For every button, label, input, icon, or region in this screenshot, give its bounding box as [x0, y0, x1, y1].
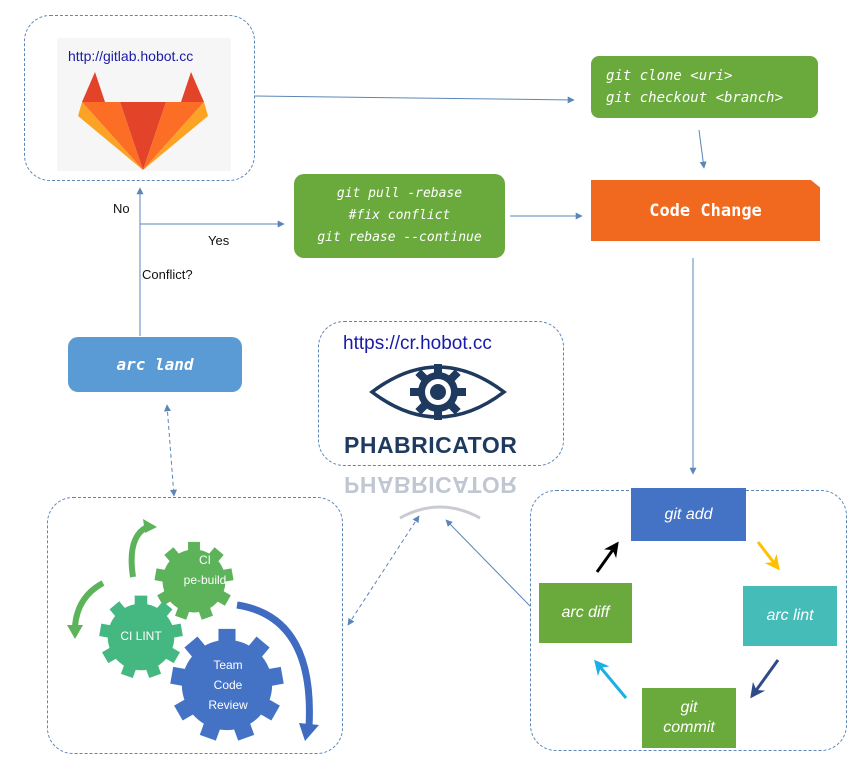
- git-pull-line: git pull -rebase: [336, 186, 463, 201]
- ci-prebuild-text: CI pe-build: [170, 550, 240, 590]
- cycle-arrow-lint-to-commit: [750, 659, 780, 699]
- team-code-review-text: Team Code Review: [192, 655, 264, 715]
- git-rebase-continue-line: git rebase --continue: [317, 230, 482, 245]
- ci-prebuild-line2: pe-build: [183, 573, 227, 587]
- ci-gears-illustration: [67, 519, 319, 741]
- phabricator-eye-gear-icon: [369, 364, 507, 420]
- cycle-arrow-add-to-lint: [756, 541, 780, 571]
- arc-land-label: arc land: [116, 355, 194, 374]
- git-clone-box[interactable]: git clone <uri> git checkout <branch>: [591, 56, 818, 118]
- cycle-arrow-diff-to-add: [595, 541, 619, 573]
- git-commit-line2: commit: [663, 719, 715, 736]
- git-commit-line1: git: [680, 699, 698, 716]
- yes-label: Yes: [208, 233, 230, 248]
- git-clone-line: git clone <uri>: [606, 68, 733, 84]
- arc-lint-label: arc lint: [766, 607, 814, 624]
- ci-prebuild-line1: CI: [199, 553, 211, 567]
- arc-lint-box[interactable]: arc lint: [743, 586, 837, 646]
- code-change-box[interactable]: Code Change: [591, 180, 820, 241]
- no-label: No: [113, 201, 130, 216]
- arc-diff-box[interactable]: arc diff: [539, 583, 632, 643]
- ci-lint-text: CI LINT: [120, 629, 162, 643]
- git-add-label: git add: [664, 505, 713, 523]
- dashed-arrow-arc-land-gears: [163, 404, 178, 497]
- arrow-gitlab-to-clone: [254, 95, 575, 104]
- git-add-box[interactable]: git add: [631, 488, 746, 541]
- cycle-arrow-commit-to-diff: [594, 659, 628, 699]
- gitlab-url[interactable]: http://gitlab.hobot.cc: [68, 48, 194, 64]
- arc-diff-label: arc diff: [561, 604, 610, 621]
- ci-gears-box: [47, 497, 343, 754]
- phabricator-name: PHABRICATOR: [344, 432, 518, 458]
- conflict-question-label: Conflict?: [142, 267, 193, 282]
- arrow-cycle-to-phabricator: [445, 519, 531, 607]
- git-commit-box[interactable]: git commit: [642, 688, 736, 748]
- fix-conflict-line: #fix conflict: [348, 208, 451, 223]
- git-pull-rebase-box[interactable]: git pull -rebase #fix conflict git rebas…: [294, 174, 505, 258]
- arrow-clone-to-code-change: [698, 129, 707, 169]
- phabricator-reflection-arc: [399, 505, 481, 520]
- phabricator-box: [318, 321, 564, 466]
- dashed-arrow-gears-phabricator: [347, 515, 420, 626]
- code-change-label: Code Change: [649, 200, 762, 221]
- phabricator-reflection: PHABRICATOR: [344, 472, 518, 498]
- gitlab-fox-icon: [78, 72, 208, 170]
- code-line: Code: [213, 678, 243, 692]
- phabricator-url[interactable]: https://cr.hobot.cc: [343, 333, 492, 354]
- team-line: Team: [213, 658, 243, 672]
- gitlab-box: [24, 15, 255, 181]
- review-line: Review: [208, 698, 248, 712]
- arc-land-box[interactable]: arc land: [68, 337, 242, 392]
- git-checkout-line: git checkout <branch>: [606, 90, 784, 106]
